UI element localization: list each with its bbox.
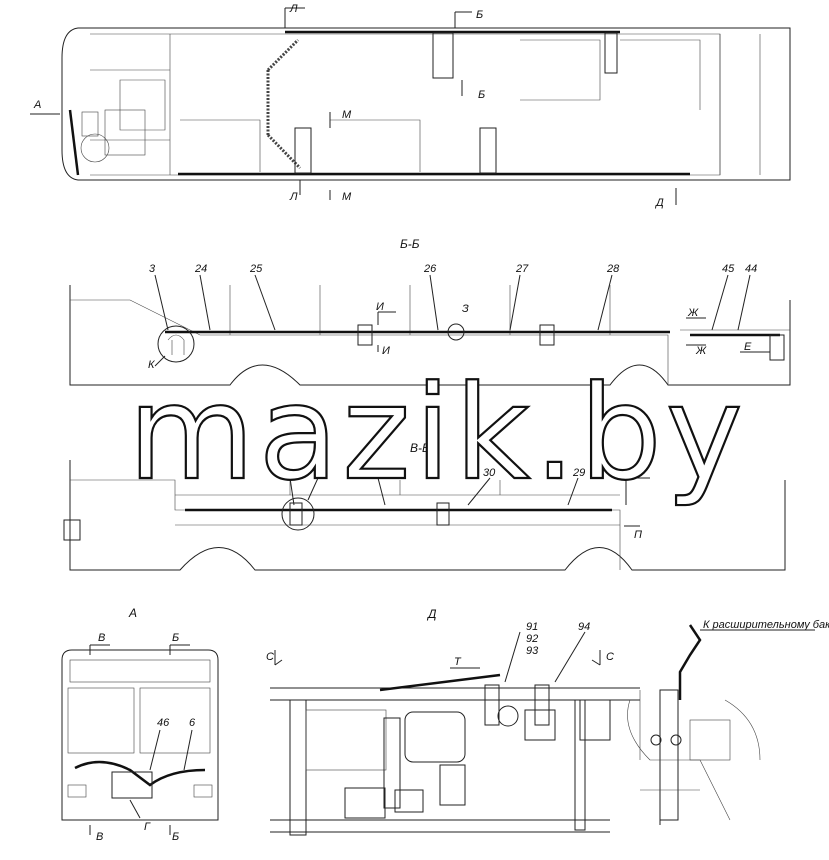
expansion-tank-note: К расширительному баку.	[703, 619, 829, 631]
callout-26: 26	[423, 263, 437, 275]
view-a: А В Б 46 6 Г В Б	[61, 606, 219, 843]
marker-c-right: С	[606, 651, 614, 663]
callout-27: 27	[515, 263, 529, 275]
marker-v-bottom: В	[96, 831, 103, 843]
watermark-text: mazik.by	[128, 357, 747, 509]
marker-zh-top: Ж	[687, 307, 699, 319]
view-d: Д 91 92 93 94 С Т С	[266, 607, 640, 836]
section-marker-b-bottom: Б	[478, 89, 485, 101]
marker-b-bottom: Б	[172, 831, 179, 843]
section-marker-m-bottom: М	[342, 191, 352, 203]
marker-k: К	[148, 359, 155, 371]
section-marker-m-top: М	[342, 109, 352, 121]
callout-6: 6	[189, 717, 196, 729]
view-d-title: Д	[426, 607, 437, 621]
callout-91: 91	[526, 621, 538, 633]
callout-28: 28	[606, 263, 620, 275]
marker-g: Г	[144, 821, 151, 833]
view-c-expansion: К расширительному баку.	[627, 619, 829, 825]
callout-31: 31	[372, 467, 384, 479]
marker-p-top: П	[632, 465, 640, 477]
callout-44: 44	[745, 263, 757, 275]
marker-r: Р	[314, 467, 322, 479]
view-marker-d: Д	[654, 197, 664, 209]
view-a-title: А	[128, 606, 137, 620]
callout-45: 45	[722, 263, 735, 275]
callout-25: 25	[249, 263, 263, 275]
marker-i-top: И	[376, 301, 384, 313]
marker-zh-bottom: Ж	[695, 345, 707, 357]
marker-z: З	[462, 303, 469, 315]
marker-e: Е	[744, 341, 752, 353]
callout-94: 94	[578, 621, 590, 633]
section-vv-title: В-В	[410, 441, 430, 455]
callout-3: 3	[149, 263, 156, 275]
callout-92: 92	[526, 633, 538, 645]
callout-93: 93	[526, 645, 539, 657]
callout-24: 24	[194, 263, 207, 275]
section-vv: В-В 32 31 30 29 Р П П	[63, 441, 786, 571]
marker-t: Т	[454, 656, 462, 668]
marker-p-bottom: П	[634, 529, 642, 541]
view-marker-a: А	[33, 99, 41, 111]
section-bb: Б-Б 3 24 25 26 27 28 45 44 И	[69, 237, 791, 386]
section-marker-b-top: Б	[476, 9, 483, 21]
top-view-plan: Л Б Б М Л М А Д	[30, 3, 791, 209]
section-marker-l-bottom: Л	[289, 191, 298, 203]
marker-i-bottom: И	[382, 345, 390, 357]
marker-c-left: С	[266, 651, 274, 663]
callout-46: 46	[157, 717, 170, 729]
marker-v-top: В	[98, 632, 105, 644]
callout-32: 32	[276, 467, 288, 479]
callout-30: 30	[483, 467, 496, 479]
callout-29: 29	[572, 467, 585, 479]
marker-b-top: Б	[172, 632, 179, 644]
section-bb-title: Б-Б	[400, 237, 420, 251]
section-marker-l-top: Л	[289, 3, 298, 15]
